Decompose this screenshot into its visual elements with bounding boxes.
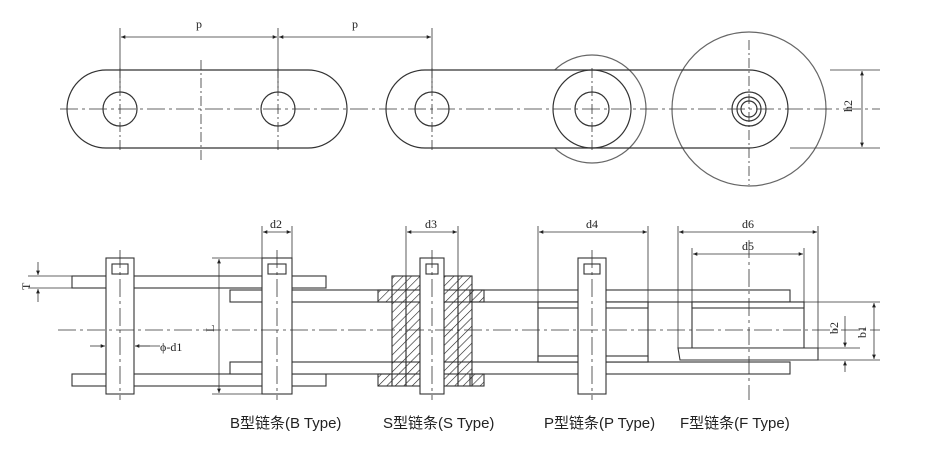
roller-f [691,301,805,349]
d5-label: d5 [742,239,754,253]
caption-b-type: B型链条(B Type) [230,415,341,432]
d2-label: d2 [270,217,282,231]
caption-f-type: F型链条(F Type) [680,415,790,432]
b1-label: b1 [855,326,869,338]
inner-plate-top [229,289,791,303]
pitch-label-2: p [352,17,358,31]
caption-p-type: P型链条(P Type) [544,415,655,432]
d6-label: d6 [742,217,754,231]
l-label: L [203,325,217,332]
d3-label: d3 [425,217,437,231]
flange-f [677,347,819,361]
inner-plate-bottom [229,361,791,375]
bushing-s-left [405,275,421,387]
bushing-s-right [443,275,459,387]
top-view [60,28,880,187]
d1-label: ϕ-d1 [160,340,182,354]
side-view [71,257,819,395]
t-label: T [19,282,33,290]
pitch-label-1: p [196,17,202,31]
d4-label: d4 [586,217,598,231]
h2-label: h2 [841,100,855,112]
caption-s-type: S型链条(S Type) [383,415,494,432]
b2-label: b2 [827,322,841,334]
